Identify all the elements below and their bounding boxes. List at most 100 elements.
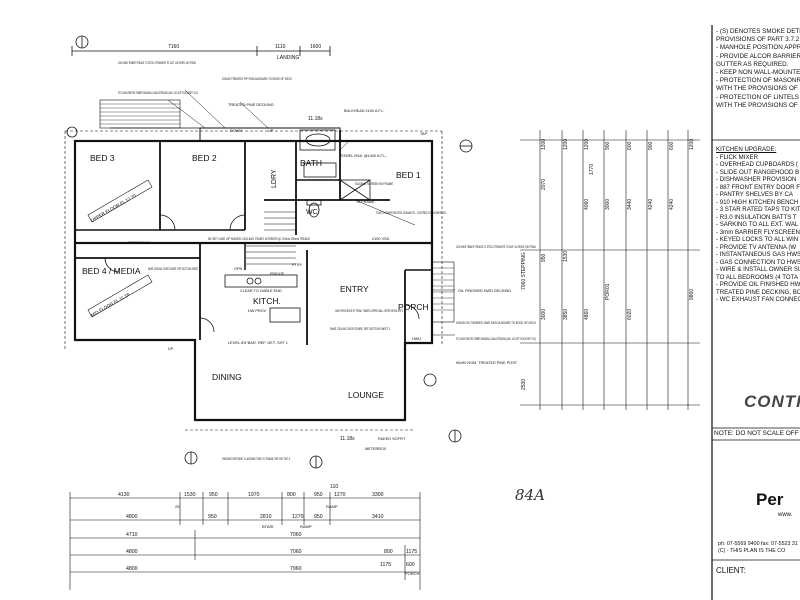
callout-towel-rail: TOWEL RAIL @1400 A.F.L.	[340, 154, 387, 158]
client-label: CLIENT:	[716, 566, 746, 575]
note-line: - PROVIDE ALCOR BARRIER	[716, 52, 800, 60]
upgrade-item: - PANTRY SHELVES BY CA	[716, 191, 793, 198]
note-line: - MANHOLE POSITION APPR	[716, 44, 800, 52]
rdim-c6: 600	[669, 141, 675, 150]
callout-hardies: 'HARDIES HERITAGE' CLADDING FIXED TO FRA…	[222, 457, 290, 461]
general-notes: - (S) DENOTES SMOKE DETE PROVISIONS OF P…	[716, 28, 800, 110]
note-line: - PROTECTION OF MASONRY	[716, 77, 800, 85]
scale-note: NOTE: DO NOT SCALE OFF	[714, 430, 799, 437]
dim-seg1: 1110	[275, 44, 286, 50]
bdim-r1-4: 800	[287, 492, 296, 498]
bdim-r2-2: 2810	[260, 514, 272, 520]
bdim-small-1: RAMP	[326, 504, 338, 509]
bdim-r4-3: 1175	[406, 549, 417, 555]
upgrade-item: - R3.0 INSULATION BATTS T	[716, 213, 797, 221]
rdim-c2: 1200	[584, 139, 590, 150]
callout-treated-fascia: 190x25 TREATED P/P FASCIA BOARD TO EDGE …	[222, 77, 292, 81]
rdim-f0: 7060 STEPPING	[521, 252, 527, 290]
upgrade-item: - PROVIDE OIL FINISHED HWD	[716, 281, 800, 288]
rl-b: 11.18s	[340, 436, 355, 442]
callout-bench-level: LEVEL 8'6"BAR. REF. DET. SHT 1	[228, 341, 288, 345]
note-line: PROVISIONS OF PART 3.7.2	[716, 36, 800, 44]
bdim-r4-1: 7060	[290, 549, 302, 555]
bdim-r1-2: 950	[209, 492, 218, 498]
upgrade-item: - DISHWASHER PROVISION	[716, 176, 797, 183]
rl-a: 11.18s	[308, 116, 323, 122]
rdim-l6: 6020	[627, 309, 633, 320]
callout-stringers-top: 1000 WIDE TIMBER TREADS TO STEEL STRINGE…	[118, 61, 196, 65]
handwritten-note: 84A	[515, 486, 545, 504]
bdim-r1-5: 950	[314, 492, 323, 498]
note-line: - PROTECTION OF LINTELS II	[716, 93, 800, 101]
note-line: - (S) DENOTES SMOKE DETE	[716, 28, 800, 35]
callout-treads-wall: 1000H FROM EDGE OF TREAD. TIMBER CAPPED …	[335, 309, 403, 313]
callout-fridge: FRIDGE	[270, 272, 285, 276]
rdim-l4: 4860	[584, 309, 590, 320]
upgrade-item: - FLICK MIXER	[716, 153, 758, 161]
upgrade-item: - SLIDE OUT RANGEHOOD B	[716, 168, 800, 176]
rdim-c4: 600	[627, 141, 633, 150]
callout-bulkhead: BULKHEAD 2100 A.F.L.	[344, 109, 385, 113]
callout-std-handrail: STD 1000H PAINTED TIMBER HANDRAIL & BALU…	[118, 91, 198, 95]
upgrade-item: - OVERHEAD CUPBOARDS (	[716, 161, 798, 168]
callout-vsd: 2100 VSD	[372, 237, 390, 241]
callout-meterbox: METERBOX	[365, 447, 387, 451]
note-line: GUTTER AS REQUIRED.	[716, 60, 789, 68]
bdim-r2-0: 4800	[126, 514, 138, 520]
mid-floor-level: MID FLOOR FL 11.18	[90, 292, 131, 318]
bdim-r5-1: 7960	[290, 566, 302, 572]
room-ldry: LDRY	[271, 169, 278, 188]
bdim-small-2: BTAIR	[262, 524, 274, 529]
callout-gable-end: CLEAR TO GABLE END	[240, 289, 282, 293]
upgrade-item: - 887 FRONT ENTRY DOOR F	[716, 183, 800, 191]
company-web: www.	[778, 512, 793, 518]
callout-hwu: HWU	[412, 337, 421, 341]
callout-down: DOWN	[230, 129, 242, 133]
callout-hwd-decking: OIL FINISHED HWD DECKING	[458, 289, 511, 293]
note-line: WITH THE PROVISIONS OF P	[716, 101, 800, 109]
bdim-r3-1: 7060	[290, 532, 302, 538]
callout-treated-post: 90x90 NOM. TREATED PINE POST	[456, 361, 518, 365]
rdim-m0: 2070	[541, 179, 547, 190]
room-kitch: KITCH.	[253, 296, 281, 306]
upgrade-item: - INSTANTANEOUS GAS HWS	[716, 251, 800, 258]
callout-rake-ceiling-lounge: RAKE CEILING OVER STAIRS. REF SECTION SH…	[330, 327, 390, 331]
bdim-r5-0: 4800	[126, 566, 138, 572]
room-entry: ENTRY	[340, 284, 369, 294]
callout-stairs: STAIRS 15 RISERS @ 175mm 250mm TREADS	[255, 237, 310, 241]
bdim-r1-6: 1270	[334, 492, 346, 498]
rdim-m4: 4240	[648, 199, 654, 210]
callout-stepdown: STEPDOWN	[128, 241, 150, 245]
rdim-l0: 950	[541, 253, 547, 262]
callout-frame70: 70 FRAME	[356, 200, 375, 204]
upgrade-item: - KEYED LOCKS TO ALL WIN	[716, 236, 799, 243]
bdim-small-5: 25	[175, 504, 180, 509]
kitchen-upgrade-heading: KITCHEN UPGRADE:	[716, 146, 777, 153]
upgrade-item: - 3 STAR RATED TAPS TO KIT	[716, 206, 800, 213]
bdim-r5-3: 600	[406, 562, 415, 568]
note-line: WITH THE PROVISIONS OF P	[716, 85, 800, 93]
callout-up: UP	[268, 129, 274, 133]
bdim-r2-5: 3410	[372, 514, 384, 520]
callout-set-line: 50 SET LINE OF RAKED CEILING	[208, 237, 254, 241]
upgrade-item: TO ALL BEDROOMS (4 TOTA	[716, 273, 798, 281]
room-bed4: BED 4 / MEDIA	[82, 266, 141, 276]
upgrade-item: - WC EXHAUST FAN CONNEC	[716, 296, 800, 303]
upgrade-item: - SARKING TO ALL EXT. WAL	[716, 221, 799, 228]
room-dining: DINING	[212, 372, 242, 382]
callout-dp: DP	[168, 347, 174, 351]
kitchen-upgrade-list: KITCHEN UPGRADE: - FLICK MIXER - OVERHEA…	[716, 146, 800, 304]
rdim-m1: 4060	[584, 199, 590, 210]
callout-porch-fascia: 190x25 OIL FINISHED HWD FASCIA BOARD TO …	[456, 321, 536, 325]
callout-opn: OPN	[234, 267, 242, 271]
upgrade-item: TREATED PINE DECKING, BO	[716, 288, 800, 296]
rdim-l2: 3000	[541, 309, 547, 320]
dim-landing: LANDING	[277, 55, 299, 61]
room-lounge: LOUNGE	[348, 390, 384, 400]
bdim-small-3: RAMP	[300, 524, 312, 529]
upgrade-item: - 3mm BARRIER FLYSCREEN	[716, 228, 800, 236]
rdim-c8: 1200	[689, 139, 695, 150]
room-porch: PORCH	[398, 302, 429, 312]
room-bed3: BED 3	[90, 153, 115, 163]
company-logo: Per	[756, 490, 784, 509]
